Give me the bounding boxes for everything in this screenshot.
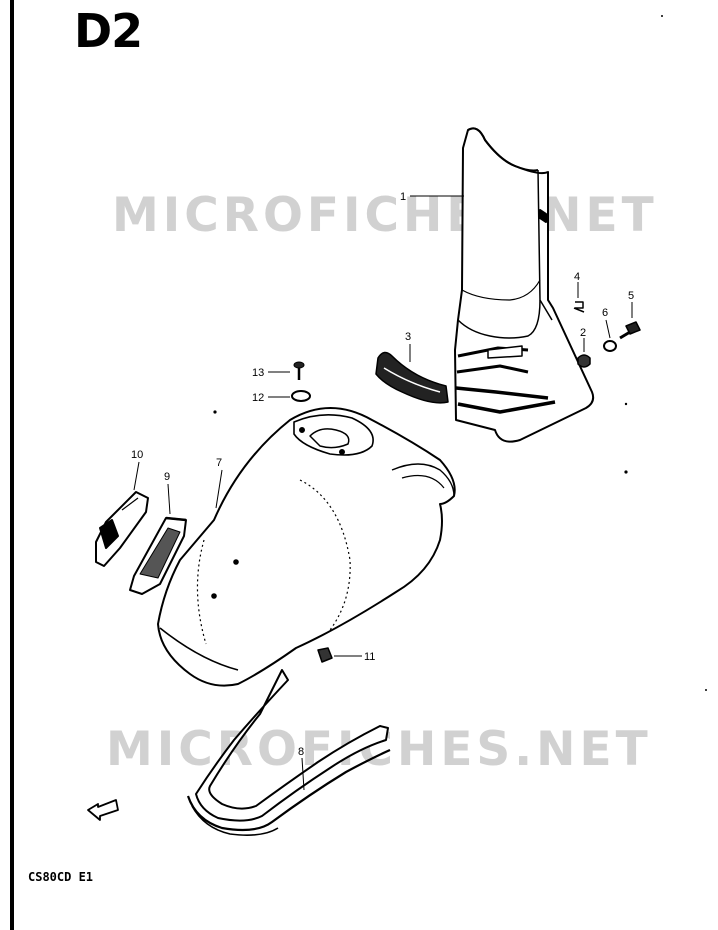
callout-4: 4 bbox=[574, 271, 580, 283]
scan-specks bbox=[213, 15, 707, 691]
part-9-rubber-block bbox=[129, 516, 187, 595]
callout-12: 12 bbox=[252, 392, 264, 404]
leader-lines bbox=[133, 195, 633, 791]
part-1-leg-shield bbox=[454, 127, 595, 443]
part-7-front-fender bbox=[157, 407, 456, 687]
arrow-left-icon bbox=[87, 799, 119, 821]
callout-5: 5 bbox=[628, 290, 634, 302]
part-8-mudguard-strip bbox=[186, 669, 391, 836]
part-12-grommet bbox=[291, 390, 311, 402]
part-11-nut bbox=[317, 647, 333, 663]
part-2-nut bbox=[577, 354, 591, 368]
page-border-line bbox=[10, 0, 14, 930]
callout-3: 3 bbox=[405, 331, 411, 343]
callout-11: 11 bbox=[364, 651, 375, 663]
part-6-washer bbox=[603, 340, 617, 352]
callout-labels: 1 2 3 4 5 6 7 8 9 10 11 12 13 bbox=[131, 191, 634, 758]
callout-2: 2 bbox=[580, 327, 586, 339]
callout-7: 7 bbox=[216, 457, 222, 469]
callout-9: 9 bbox=[164, 471, 170, 483]
callout-13: 13 bbox=[252, 367, 264, 379]
callout-1: 1 bbox=[400, 191, 406, 203]
callout-10: 10 bbox=[131, 449, 143, 461]
part-10-bracket bbox=[95, 491, 149, 567]
model-code: CS80CD E1 bbox=[28, 870, 94, 884]
callout-6: 6 bbox=[602, 307, 608, 319]
part-13-screw bbox=[293, 361, 305, 380]
part-5-screw bbox=[619, 321, 641, 340]
part-4-clip bbox=[573, 301, 585, 313]
page-code: D2 bbox=[74, 4, 143, 58]
part-3-emblem bbox=[375, 351, 449, 404]
watermark-top: MICROFICHES.NET bbox=[112, 188, 658, 243]
callout-8: 8 bbox=[298, 746, 304, 758]
